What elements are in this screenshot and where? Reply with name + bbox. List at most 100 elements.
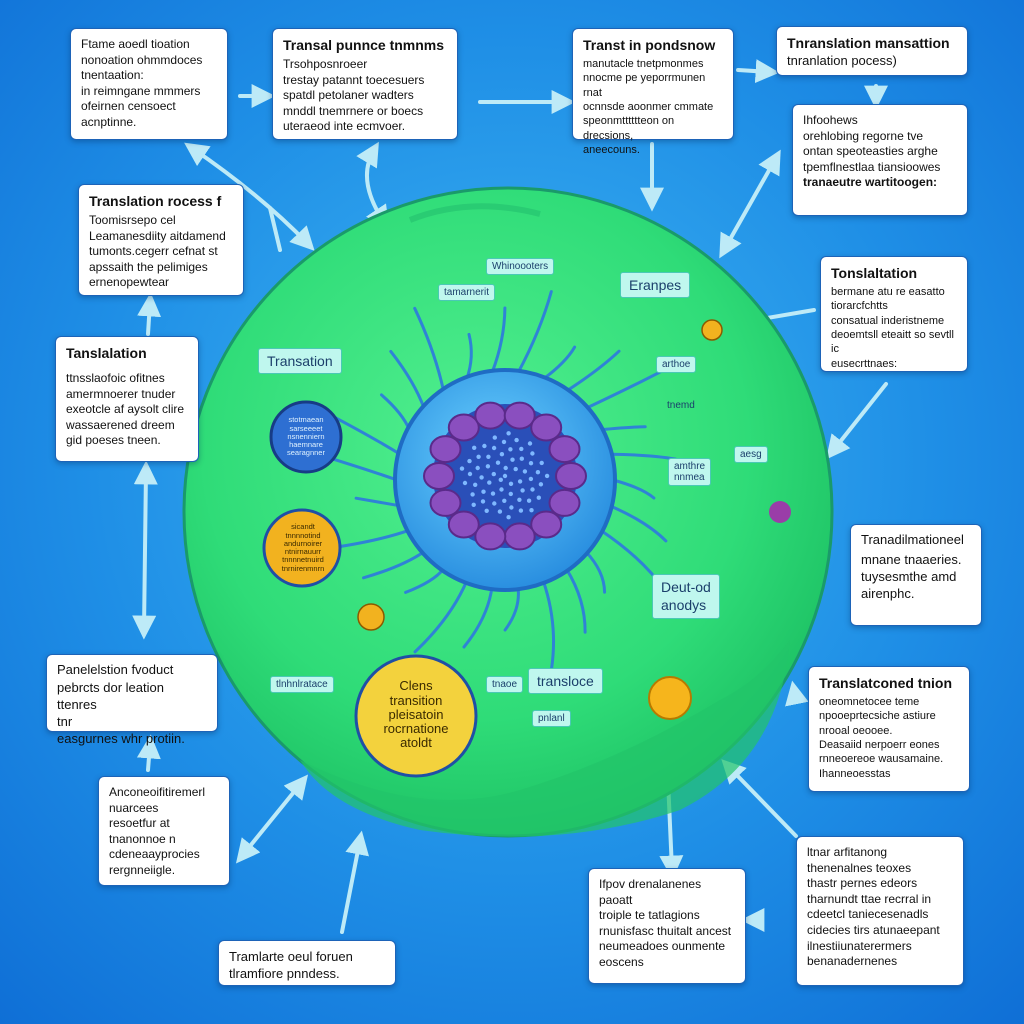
nucleolus-speckle: [502, 473, 508, 479]
callout-title: Transt in pondsnow: [583, 37, 716, 53]
label-tnaoe: tnaoe: [486, 676, 524, 693]
nucleolus-speckle: [499, 452, 505, 457]
label-tnemd: tnemd: [667, 400, 695, 411]
filament: [599, 425, 647, 432]
nucleolus-speckle: [462, 480, 468, 486]
nucleolus-speckle: [492, 501, 497, 506]
nucleolus-speckle: [491, 445, 497, 451]
nucleolus-speckle: [480, 499, 486, 504]
filament: [584, 550, 607, 594]
nucleolus-speckle: [529, 508, 534, 513]
nucleolus-speckle: [517, 497, 522, 502]
filament: [584, 368, 667, 410]
filament: [541, 579, 556, 670]
filament: [462, 585, 494, 649]
callout-top-right: Tnranslation mansattion tnranlation poce…: [776, 26, 968, 76]
chromatin-lobe: [548, 435, 581, 464]
label-pnlanl: pnlanl: [532, 710, 571, 727]
callout-title: Panelelstion fvoduct: [57, 662, 174, 677]
nucleolus-speckle: [508, 491, 513, 497]
nucleolus-speckle: [472, 445, 477, 450]
callout-title: Translatconed tnion: [819, 675, 953, 691]
filament: [413, 579, 469, 654]
nucleus: [322, 290, 678, 670]
label-whinoooters: Whinoooters: [486, 258, 555, 275]
chromatin-lobe: [503, 401, 536, 430]
label-aesg: aesg: [734, 446, 768, 463]
chromatin-lobe: [429, 488, 462, 517]
nucleolus-speckle: [522, 469, 528, 474]
chromatin-lobe: [423, 462, 455, 490]
nucleolus-speckle: [486, 454, 491, 459]
nucleolus-speckle: [487, 480, 492, 485]
chromatin-lobe: [474, 522, 507, 551]
filament: [389, 349, 426, 410]
nucleolus-speckle: [506, 515, 511, 520]
nucleolus-speckle: [526, 498, 532, 503]
nucleolus-speckle: [491, 471, 496, 477]
nucleolus-speckle: [520, 488, 525, 493]
filament: [490, 306, 507, 375]
nucleolus-speckle: [528, 476, 534, 482]
callout-title: Transal punnce tnmnms: [283, 37, 445, 53]
label-amthre-line2: nnmea: [674, 472, 705, 483]
yellow-organelle-label: Clens transition pleisatoin rocrnatione …: [383, 678, 449, 751]
nucleolus-speckle: [535, 470, 541, 475]
chromatin-ring: [423, 401, 587, 551]
nucleolus-speckle: [501, 439, 507, 445]
chromatin-lobe: [503, 522, 536, 551]
nucleolus-speckle: [510, 457, 515, 462]
chromatin-lobe: [548, 488, 581, 517]
nucleolus-speckle: [508, 447, 513, 452]
nucleolus-speckle: [528, 461, 534, 466]
label-tlnhnlratace: tlnhnlratace: [270, 676, 334, 693]
nucleolus-speckle: [490, 491, 496, 496]
nucleolus-speckle: [514, 437, 519, 443]
callout-title: Tonslaltation: [831, 265, 918, 281]
chromatin-lobe: [555, 462, 587, 490]
nucleolus-speckle: [536, 495, 541, 500]
nucleolus-speckle: [506, 431, 511, 436]
nucleolus-speckle: [513, 466, 518, 472]
nucleolus-speckle: [475, 465, 480, 471]
callout-top-center-right: Transt in pondsnow manutacle tnetpmonmes…: [572, 28, 734, 156]
label-eranpes: Eranpes: [620, 272, 691, 298]
chromatin-lobe: [474, 401, 507, 430]
nucleolus-speckle: [495, 460, 501, 465]
nucleolus-speckle: [509, 505, 514, 510]
nucleolus-speckle: [503, 465, 508, 471]
small-organelles: [262, 319, 791, 778]
nucleolus-speckle: [530, 487, 535, 492]
nucleolus-speckle: [508, 481, 514, 486]
callout-title: Translation rocess f: [89, 193, 222, 209]
chromatin-lobe: [447, 413, 480, 442]
nucleolus-speckle: [473, 482, 478, 487]
connector-arrows: [132, 59, 888, 934]
callout-text: mnane tnaaeries.tuysesmthe amd airenphc.: [861, 551, 962, 601]
callout-text: tnranlation pocess): [787, 53, 897, 69]
label-amthre: amthre nnmea: [668, 458, 712, 486]
nucleolus-speckle: [530, 451, 535, 456]
chromatin-lobe: [530, 413, 563, 442]
nucleolus-speckle: [476, 454, 481, 459]
callout-right-lower-middle: Tranadilmationeel mnane tnaaeries.tuyses…: [850, 524, 982, 626]
nucleolus-speckle: [484, 508, 489, 513]
